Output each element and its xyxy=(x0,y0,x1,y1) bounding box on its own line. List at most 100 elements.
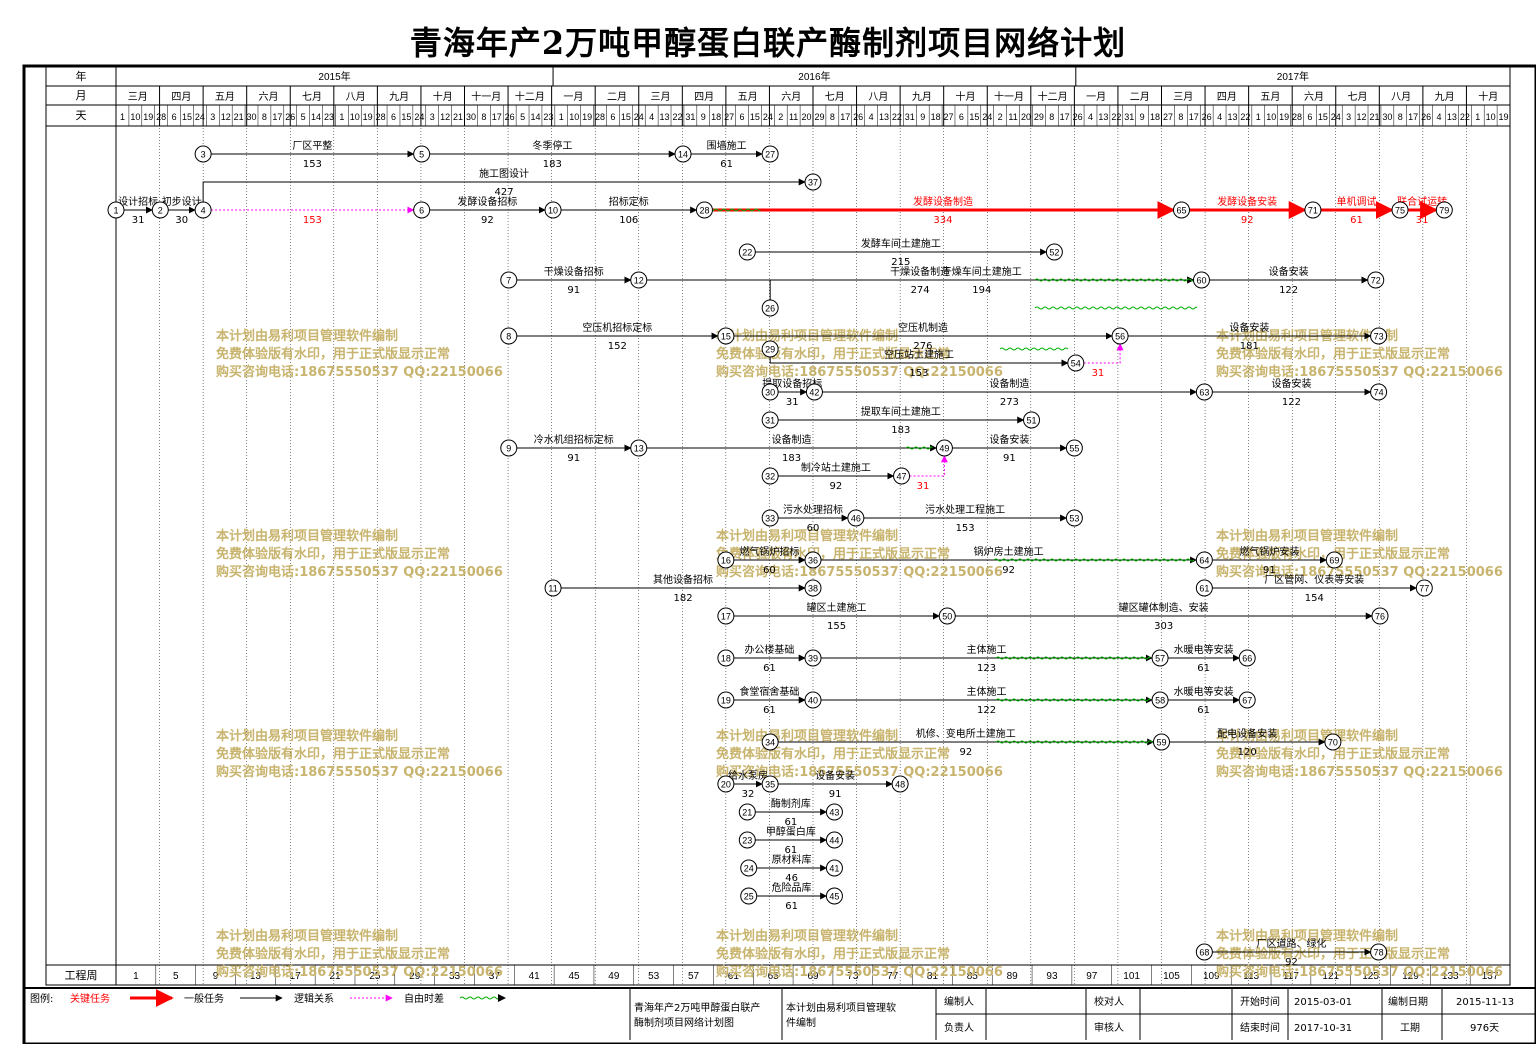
event-circle xyxy=(1415,579,1433,597)
footer-date-value: 2015-11-13 xyxy=(1456,997,1514,1008)
day-label: 10 xyxy=(569,112,579,122)
event-circle xyxy=(761,509,779,527)
event-node: 77 xyxy=(1415,579,1433,597)
grid-border xyxy=(45,66,1511,986)
activity-name: 原材料库 xyxy=(772,853,812,866)
activity-name: 厂区平整 xyxy=(292,139,332,152)
month-label: 六月 xyxy=(781,91,801,103)
day-label: 24 xyxy=(634,112,644,122)
event-number: 76 xyxy=(1375,612,1385,622)
event-node: 44 xyxy=(825,831,843,849)
watermark-text: 购买咨询电话:18675550537 QQ:22150066 xyxy=(716,364,1003,380)
day-label: 15 xyxy=(621,112,631,122)
day-label: 13 xyxy=(660,112,670,122)
month-label: 六月 xyxy=(258,91,278,103)
event-number: 29 xyxy=(765,345,775,355)
event-circle xyxy=(825,887,843,905)
week-label: 57 xyxy=(688,971,700,982)
day-label: 23 xyxy=(543,112,553,122)
week-label: 69 xyxy=(807,971,819,982)
watermark-text: 本计划由易利项目管理软件编制 xyxy=(716,928,898,944)
activity-name: 机修、变电所土建施工 xyxy=(916,727,1016,740)
event-circle xyxy=(544,579,562,597)
event-circle xyxy=(847,509,865,527)
week-label: 41 xyxy=(529,971,541,982)
month-label: 十一月 xyxy=(471,90,501,103)
activity-name: 污水处理工程施工 xyxy=(925,503,1005,516)
event-node: 40 xyxy=(804,691,822,709)
week-label: 93 xyxy=(1046,971,1058,982)
event-node: 24 xyxy=(740,859,758,877)
day-label: 12 xyxy=(1357,112,1367,122)
event-number: 69 xyxy=(1329,556,1339,566)
activity-duration: 60 xyxy=(763,565,776,576)
event-number: 28 xyxy=(699,206,709,216)
watermark-text: 本计划由易利项目管理软件编制 xyxy=(1216,528,1398,544)
watermark-text: 本计划由易利项目管理软件编制 xyxy=(716,728,898,744)
day-label: 3 xyxy=(210,112,215,122)
event-number: 55 xyxy=(1069,444,1079,454)
activity-duration: 123 xyxy=(977,663,996,674)
event-number: 50 xyxy=(942,612,952,622)
day-label: 15 xyxy=(1318,112,1328,122)
activity-duration: 153 xyxy=(909,368,928,379)
event-number: 44 xyxy=(829,836,839,846)
day-label: 5 xyxy=(520,112,525,122)
month-label: 八月 xyxy=(346,91,366,103)
event-circle xyxy=(500,439,518,457)
activity-name: 干燥车间土建施工 xyxy=(942,265,1022,278)
watermark-text: 免费体验版有水印，用于正式版显示正常 xyxy=(716,546,950,562)
event-number: 67 xyxy=(1242,696,1252,706)
watermark-text: 本计划由易利项目管理软件编制 xyxy=(216,928,398,944)
event-circle xyxy=(151,201,169,219)
day-label: 17 xyxy=(492,112,502,122)
footer-end-label: 结束时间 xyxy=(1240,1021,1280,1034)
activity-68-78: 厂区道路、绿化 92 xyxy=(1212,937,1372,968)
footer-plan-name: 青海年产2万吨甲醇蛋白联产 xyxy=(634,1001,760,1014)
day-label: 1 xyxy=(559,112,564,122)
footer-reviewer-label: 审核人 xyxy=(1094,1021,1124,1034)
day-label: 26 xyxy=(1421,112,1431,122)
footer-start-label: 开始时间 xyxy=(1240,995,1280,1008)
week-label: 137 xyxy=(1482,971,1499,982)
activity-name: 空压机招标定标 xyxy=(582,321,652,334)
event-node: 58 xyxy=(1151,691,1169,709)
activity-name: 空压站土建施工 xyxy=(884,348,954,361)
activity-name: 厂区道路、绿化 xyxy=(1256,937,1326,950)
day-label: 14 xyxy=(530,112,540,122)
activity-duration: 152 xyxy=(608,341,627,352)
day-label: 21 xyxy=(234,112,244,122)
week-label: 13 xyxy=(250,971,262,982)
month-label: 十月 xyxy=(433,90,453,103)
day-label: 3 xyxy=(1346,112,1351,122)
activity-duration: 61 xyxy=(784,817,797,828)
activity-duration: 183 xyxy=(543,159,562,170)
event-circle xyxy=(1151,649,1169,667)
event-circle xyxy=(1195,383,1213,401)
activity-name: 围墙施工 xyxy=(707,139,747,152)
event-number: 41 xyxy=(829,864,839,874)
event-number: 5 xyxy=(419,150,424,160)
event-circle xyxy=(804,691,822,709)
event-number: 18 xyxy=(721,654,731,664)
week-label: 53 xyxy=(648,971,660,982)
day-label: 2 xyxy=(778,112,783,122)
free-float xyxy=(1034,278,1197,282)
activity-duration: 92 xyxy=(481,215,494,226)
event-number: 12 xyxy=(634,276,644,286)
event-circle xyxy=(804,649,822,667)
event-circle xyxy=(825,831,843,849)
event-node: 38 xyxy=(804,579,822,597)
day-label: 10 xyxy=(1266,112,1276,122)
week-label: 85 xyxy=(967,971,979,982)
event-node: 14 xyxy=(674,145,692,163)
event-number: 23 xyxy=(742,836,752,846)
activity-duration: 92 xyxy=(1285,957,1298,968)
